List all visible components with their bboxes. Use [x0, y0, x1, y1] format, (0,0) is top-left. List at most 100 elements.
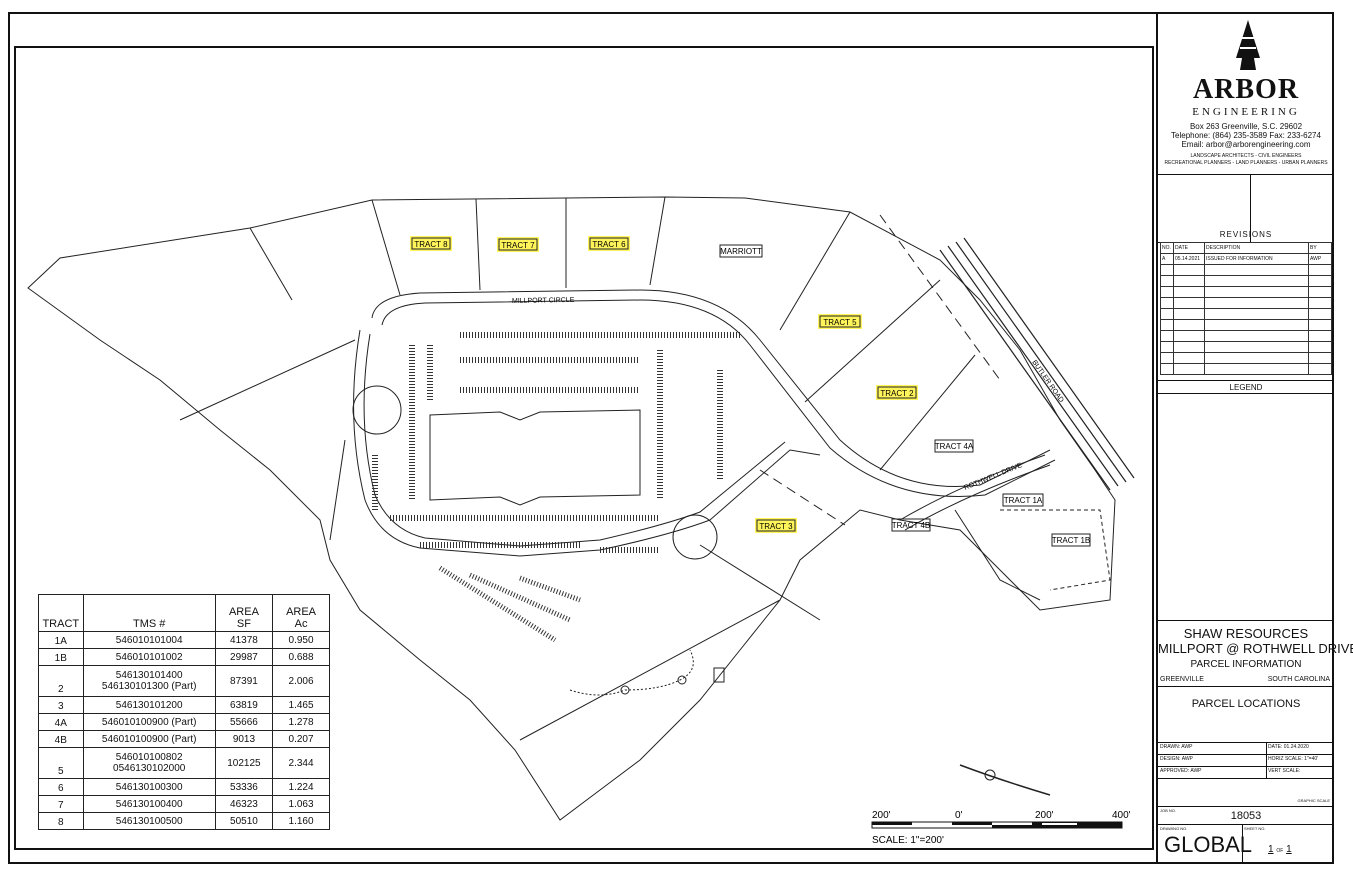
tract-cell: 8 [38, 812, 84, 830]
tms-value: 546010101004 [115, 634, 183, 646]
tms-cell: 546010100900 (Part) [82, 730, 216, 748]
area-ac-cell: 0.950 [272, 631, 330, 649]
drawing-frame [14, 46, 1154, 850]
tract-1b-label: TRACT 1B [1052, 536, 1091, 545]
area-sf-cell: 102125 [214, 747, 274, 779]
header-area-ac-bottom: Ac [294, 618, 308, 630]
tract-7-highlight [497, 237, 539, 252]
area-ac-cell: 2.006 [272, 665, 330, 697]
company-address: Box 263 Greenville, S.C. 29602 [1189, 122, 1303, 131]
client-name: SHAW RESOURCES [1183, 626, 1309, 641]
sheet-of: OF [1276, 848, 1284, 854]
company-name: ARBOR [1192, 74, 1300, 105]
design-label: DESIGN: [1160, 756, 1181, 762]
state: SOUTH CAROLINA [1267, 676, 1330, 683]
tms-value: 546010100900 (Part) [101, 716, 197, 728]
tract-5-label: TRACT 5 [823, 318, 857, 327]
rev-desc: ISSUED FOR INFORMATION [1204, 253, 1309, 265]
sheet-no-label: SHEET NO. [1244, 826, 1266, 831]
area-sf-cell: 87391 [214, 665, 274, 697]
company-services-1: LANDSCAPE ARCHITECTS - CIVIL ENGINEERS [1190, 153, 1302, 159]
tms-cell: 546130100500 [82, 812, 216, 830]
tract-8-highlight [410, 236, 452, 251]
tms-line-2: 546130101300 (Part) [101, 681, 197, 692]
sheet-total: 1 [1286, 844, 1292, 855]
drawing-no: GLOBAL [1164, 832, 1253, 857]
tms-cell: 546130101200 [82, 696, 216, 714]
rev-desc-header: DESCRIPTION [1204, 242, 1309, 254]
tms-cell: 546130100300 [82, 778, 216, 796]
area-ac-cell: 2.344 [272, 747, 330, 779]
tract-cell: 4A [38, 713, 84, 731]
scale-tick-200-right: 200' [1035, 810, 1054, 821]
approved-value: AWP [1190, 768, 1202, 774]
tract-cell: 5 [38, 747, 84, 779]
area-ac-cell: 1.224 [272, 778, 330, 796]
date-value: 01.24.2020 [1283, 744, 1309, 750]
tract-8-label: TRACT 8 [414, 240, 448, 249]
scale-tick-200-left: 200' [872, 810, 891, 821]
marriott-label: MARRIOTT [720, 247, 762, 256]
project-name: MILLPORT @ ROTHWELL DRIVE [1158, 641, 1353, 656]
tms-line-2: 0546130102000 [113, 763, 186, 774]
area-sf-cell: 41378 [214, 631, 274, 649]
tract-5-highlight [818, 314, 862, 329]
area-sf-cell: 53336 [214, 778, 274, 796]
tms-value: 546130101200 [115, 699, 183, 711]
tract-2-label: TRACT 2 [880, 389, 914, 398]
area-ac-cell: 1.160 [272, 812, 330, 830]
approved-label: APPROVED: [1160, 768, 1190, 774]
county: GREENVILLE [1160, 676, 1204, 683]
design-value: AWP [1181, 756, 1193, 762]
header-area-sf-top: AREA [228, 606, 259, 618]
company-sub: ENGINEERING [1192, 106, 1300, 118]
revisions-heading: REVISIONS [1219, 230, 1273, 239]
tms-value: 546130100500 [115, 815, 183, 827]
tract-cell: 2 [38, 665, 84, 697]
tract-4b-label: TRACT 4B [892, 521, 931, 530]
drawing-sheet [8, 12, 1334, 864]
area-sf-cell: 46323 [214, 795, 274, 813]
drawing-no-label: DRAWING NO. [1160, 826, 1188, 831]
tract-cell: 6 [38, 778, 84, 796]
horiz-scale-label: HORIZ SCALE: [1268, 756, 1303, 762]
header-area-ac-top: AREA [286, 606, 317, 618]
revisions-table: NO. DATE DESCRIPTION BY A 05.14.2021 ISS… [1160, 242, 1332, 375]
graphic-scale-label: GRAPHIC SCALE [1297, 798, 1330, 803]
scale-tick-400: 400' [1112, 810, 1131, 821]
rothwell-drive-label: ROTHWELL DRIVE [963, 462, 1023, 492]
header-area-sf: AREA SF [214, 594, 274, 632]
tract-7-label: TRACT 7 [501, 241, 535, 250]
drawn-value: AWP [1181, 744, 1193, 750]
vert-scale-label: VERT SCALE: [1268, 768, 1301, 774]
tract-1a-label: TRACT 1A [1004, 496, 1043, 505]
tms-cell: 546010101002 [82, 648, 216, 666]
sheet-number: 1 [1268, 844, 1274, 855]
tms-cell: 546010101004 [82, 631, 216, 649]
tract-cell: 7 [38, 795, 84, 813]
revision-row: A 05.14.2021 ISSUED FOR INFORMATION AWP [1160, 253, 1332, 265]
company-services-2: RECREATIONAL PLANNERS - LAND PLANNERS - … [1164, 160, 1328, 166]
revision-header-row: NO. DATE DESCRIPTION BY [1160, 242, 1332, 254]
tract-4a-label: TRACT 4A [935, 442, 974, 451]
area-ac-cell: 0.688 [272, 648, 330, 666]
rev-date-header: DATE [1173, 242, 1205, 254]
tms-cell: 546010100900 (Part) [82, 713, 216, 731]
tract-3-label: TRACT 3 [759, 522, 793, 531]
tract-6-highlight [588, 236, 630, 251]
rev-by: AWP [1308, 253, 1332, 265]
rev-date: 05.14.2021 [1173, 253, 1205, 265]
graphic-scale: 200' 0' 200' 400' SCALE: 1"=200' [871, 810, 1131, 846]
title-block: ARBOR ENGINEERING Box 263 Greenville, S.… [1156, 14, 1353, 862]
table-header-row: TRACT TMS # AREA SF AREA Ac [38, 594, 330, 632]
tms-line-1: 546010100802 [115, 752, 183, 763]
area-sf-cell: 29987 [214, 648, 274, 666]
building-footprint [429, 409, 641, 506]
